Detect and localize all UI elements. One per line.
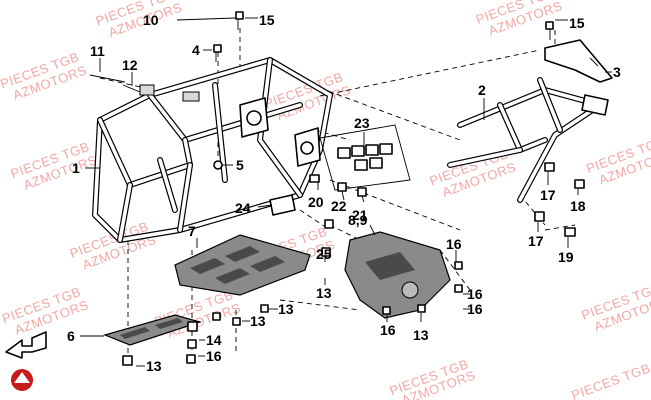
- callout-6: 6: [67, 328, 75, 344]
- callout-10: 10: [143, 12, 159, 28]
- callout-2: 2: [478, 82, 486, 98]
- main-frame: [92, 57, 333, 243]
- brand-logo-icon: [11, 369, 33, 391]
- front-skid-plate: [174, 234, 311, 296]
- side-cover: [344, 231, 451, 319]
- callout-19: 19: [558, 249, 574, 265]
- parts-kit-box: [319, 124, 411, 191]
- callout-21: 21: [352, 207, 368, 223]
- callout-11: 11: [90, 43, 105, 59]
- callout-3: 3: [613, 64, 621, 80]
- callout-24: 24: [235, 200, 251, 216]
- rear-skid-plate: [103, 314, 203, 346]
- callout-13b: 13: [316, 285, 332, 301]
- callout-16: 16: [446, 236, 462, 252]
- front-direction-arrow-icon: [5, 331, 47, 359]
- callout-13e: 13: [146, 358, 162, 374]
- callout-5: 5: [236, 157, 244, 173]
- watermark-text: PIECES TGB: [569, 360, 651, 400]
- callout-22: 22: [331, 198, 347, 214]
- bracket-small: [269, 194, 296, 216]
- callout-13c: 13: [278, 301, 294, 317]
- callout-16c: 16: [467, 301, 483, 317]
- callout-17: 17: [540, 187, 556, 203]
- rear-subframe: [447, 77, 609, 203]
- callout-labels: 10 15 4 11 12 1 5 24 20 22 21 23 2 15 3 …: [67, 12, 621, 374]
- callout-4: 4: [192, 42, 200, 58]
- callout-16e: 16: [206, 348, 222, 364]
- callout-12: 12: [122, 57, 138, 73]
- callout-1: 1: [72, 160, 80, 176]
- callout-13: 13: [413, 327, 429, 343]
- callout-15: 15: [259, 12, 275, 28]
- callout-23: 23: [354, 115, 370, 131]
- callout-14: 14: [206, 332, 222, 348]
- callout-18: 18: [570, 198, 586, 214]
- leader-lines: [80, 17, 612, 367]
- callout-7: 7: [188, 223, 196, 239]
- callout-20: 20: [308, 194, 324, 210]
- callout-15b: 15: [569, 15, 585, 31]
- callout-25: 25: [316, 246, 332, 262]
- callout-17b: 17: [528, 233, 544, 249]
- callout-8-9: 8,9: [348, 212, 368, 228]
- callout-16b: 16: [467, 286, 483, 302]
- callout-16d: 16: [380, 322, 396, 338]
- bracket-plate: [544, 39, 613, 83]
- fasteners: [89, 11, 585, 366]
- callout-13d: 13: [250, 313, 266, 329]
